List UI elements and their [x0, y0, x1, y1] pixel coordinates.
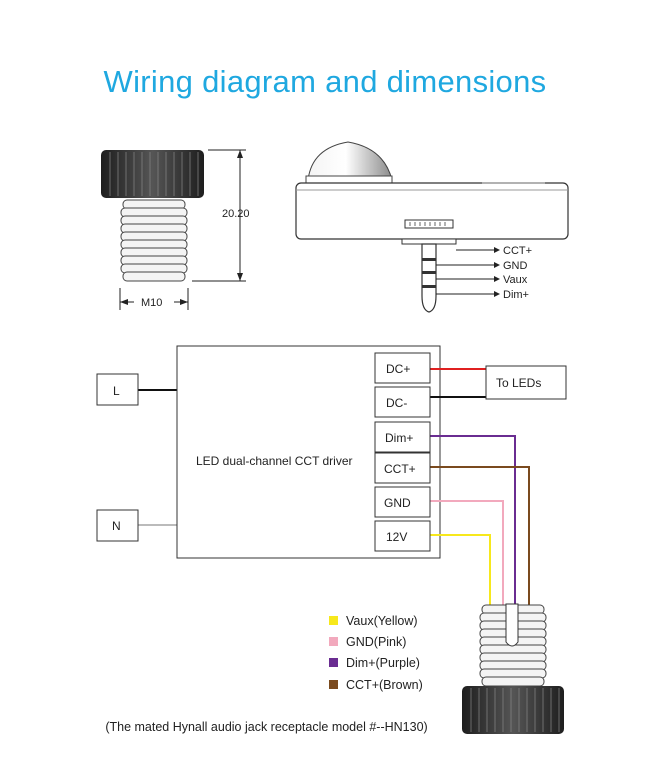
legend-swatch-purple	[329, 658, 338, 667]
legend-label-gnd: GND(Pink)	[346, 635, 406, 649]
plug-side-view: 20.20 M10	[101, 149, 250, 310]
terminal-cct-plus: CCT+	[384, 462, 416, 476]
pin-label-dim-plus: Dim+	[503, 289, 529, 301]
pin-label-vaux: Vaux	[503, 274, 528, 286]
legend-label-cct: CCT+(Brown)	[346, 678, 423, 692]
legend-swatch-pink	[329, 637, 338, 646]
terminal-dim-plus: Dim+	[385, 431, 413, 445]
height-dimension-label: 20.20	[222, 208, 250, 220]
legend-label-dim: Dim+(Purple)	[346, 656, 420, 670]
driver-block: L N LED dual-channel CCT driver DC+ DC- …	[96, 345, 567, 607]
input-label-l: L	[113, 384, 120, 398]
terminal-12v: 12V	[386, 530, 407, 544]
terminal-dc-plus: DC+	[386, 362, 410, 376]
legend-swatch-brown	[329, 680, 338, 689]
thread-rings	[120, 199, 188, 282]
input-label-n: N	[112, 519, 121, 533]
receptacle-jack	[462, 603, 564, 734]
legend-swatch-yellow	[329, 616, 338, 625]
sensor-side-view: CCT+ GND Vaux Dim+	[295, 141, 569, 313]
pin-label-gnd: GND	[503, 260, 528, 272]
page-title: Wiring diagram and dimensions	[103, 64, 547, 99]
terminal-dc-minus: DC-	[386, 396, 407, 410]
caption: (The mated Hynall audio jack receptacle …	[105, 720, 428, 734]
terminal-gnd: GND	[384, 496, 411, 510]
legend-label-vaux: Vaux(Yellow)	[346, 614, 418, 628]
pin-label-cct-plus: CCT+	[503, 245, 532, 257]
driver-label: LED dual-channel CCT driver	[196, 454, 353, 468]
wire-color-legend: Vaux(Yellow) GND(Pink) Dim+(Purple) CCT+…	[329, 614, 423, 692]
to-leds-label: To LEDs	[496, 376, 541, 390]
thread-dimension-label: M10	[141, 297, 162, 309]
